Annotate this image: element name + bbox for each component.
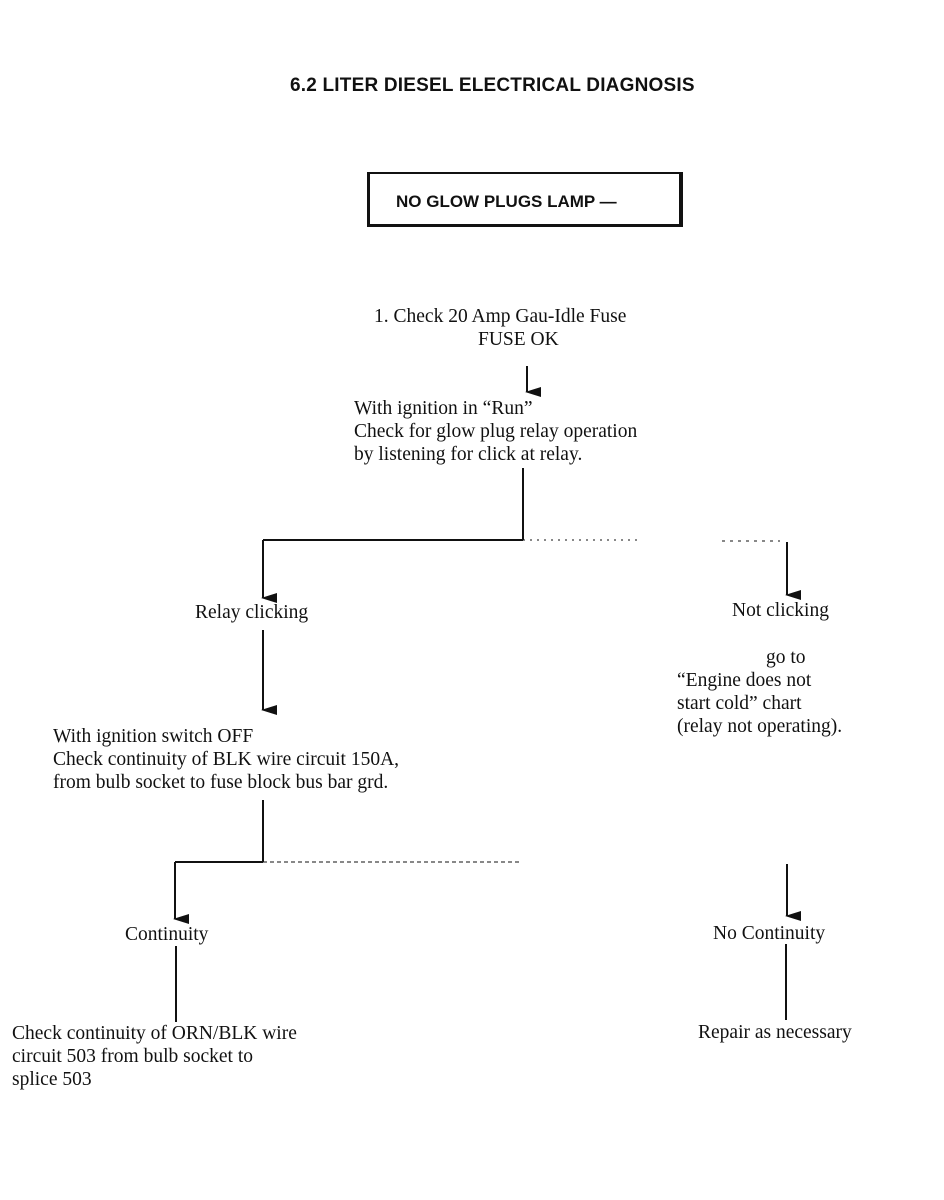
continuity-label: Continuity: [125, 924, 209, 945]
orn-check-line3: splice 503: [12, 1069, 92, 1090]
orn-wire-check-text: Check continuity of ORN/BLK wire circuit…: [12, 1022, 297, 1091]
goto-line2: “Engine does not: [677, 670, 812, 691]
goto-line4: (relay not operating).: [677, 716, 843, 737]
step1-line1: 1. Check 20 Amp Gau-Idle Fuse: [374, 306, 627, 327]
relay-check-text: With ignition in “Run” Check for glow pl…: [354, 397, 637, 466]
step1-fuse-check: 1. Check 20 Amp Gau-Idle Fuse FUSE OK: [374, 305, 626, 351]
goto-line1: go to: [766, 647, 806, 668]
blk-check-line1: With ignition switch OFF: [53, 726, 254, 747]
relay-clicking-label: Relay clicking: [195, 602, 309, 623]
header-box-label: NO GLOW PLUGS LAMP —: [396, 192, 617, 211]
relay-check-line1: With ignition in “Run”: [354, 398, 533, 419]
blk-check-line2: Check continuity of BLK wire circuit 150…: [53, 749, 400, 770]
header-box: NO GLOW PLUGS LAMP —: [367, 172, 683, 227]
orn-check-line1: Check continuity of ORN/BLK wire: [12, 1023, 297, 1044]
step1-fuse-ok: FUSE OK: [478, 329, 559, 350]
goto-line3: start cold” chart: [677, 693, 802, 714]
no-continuity-label: No Continuity: [713, 923, 826, 944]
not-clicking-label: Not clicking: [732, 600, 829, 621]
relay-check-line3: by listening for click at relay.: [354, 444, 583, 465]
blk-check-line3: from bulb socket to fuse block bus bar g…: [53, 772, 389, 793]
orn-check-line2: circuit 503 from bulb socket to: [12, 1046, 253, 1067]
goto-engine-chart: go to “Engine does not start cold” chart…: [677, 646, 842, 738]
repair-label: Repair as necessary: [698, 1022, 852, 1043]
blk-wire-check-text: With ignition switch OFF Check continuit…: [53, 725, 399, 794]
relay-check-line2: Check for glow plug relay operation: [354, 421, 638, 442]
page-title: 6.2 LITER DIESEL ELECTRICAL DIAGNOSIS: [290, 75, 695, 96]
